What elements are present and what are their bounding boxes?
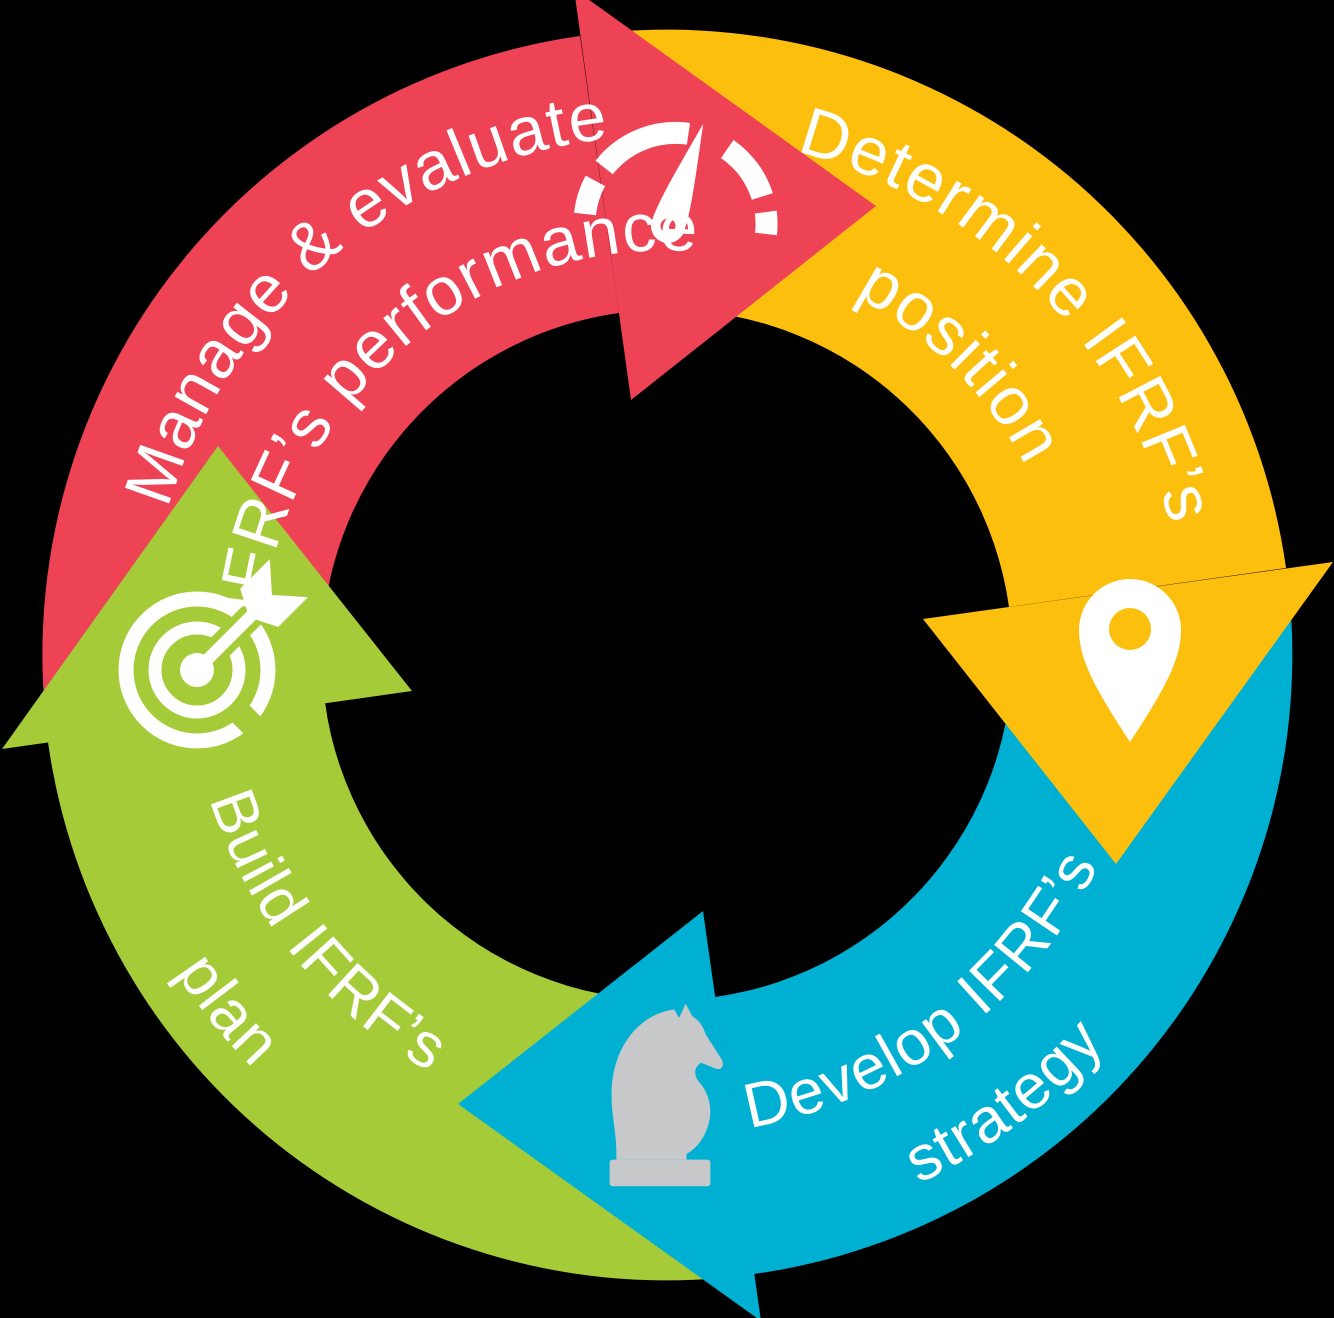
- target-ring-gap-mask-2: [229, 702, 271, 744]
- target-middle-ring: [148, 621, 246, 719]
- target-outer-ring: [118, 591, 276, 749]
- chess-knight-body: [611, 1003, 723, 1160]
- speedometer-icon: [574, 121, 778, 243]
- speedometer-needle: [651, 123, 704, 243]
- target-icon: [118, 558, 309, 749]
- location-pin-icon: [1079, 579, 1181, 742]
- location-pin-body: [1079, 579, 1181, 742]
- chess-knight-pedestal: [609, 1159, 711, 1187]
- chess-knight-icon: [609, 1003, 723, 1187]
- speedometer-needle-hub: [660, 218, 676, 234]
- target-dart-fletching: [240, 558, 309, 627]
- location-pin-hole: [1109, 608, 1151, 650]
- speedometer-dial-arc: [574, 121, 778, 236]
- segment-manage-arrowhead: [575, 0, 876, 400]
